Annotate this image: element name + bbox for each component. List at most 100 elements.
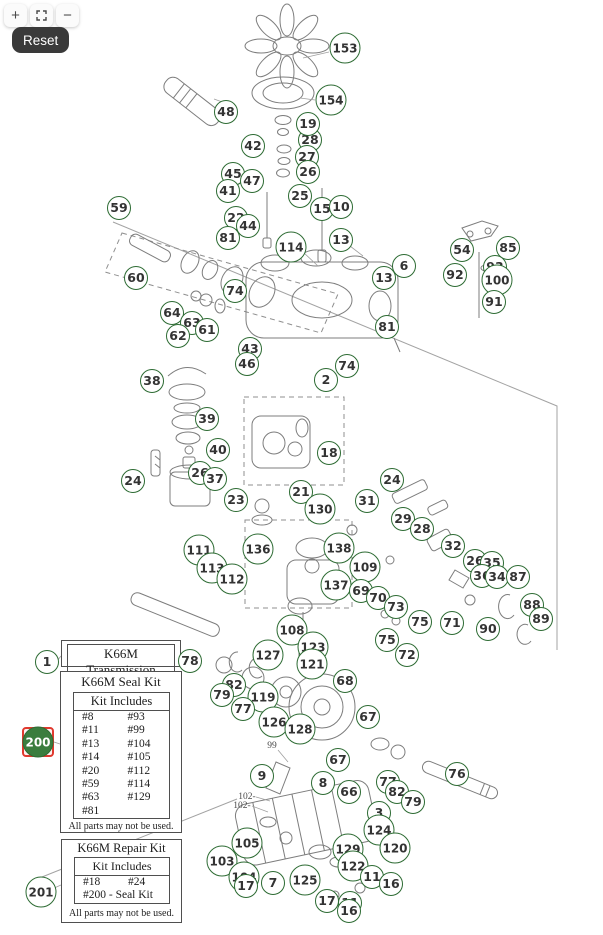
callout-79[interactable]: 79 xyxy=(210,683,234,707)
part-number-label: 102- xyxy=(238,792,256,802)
callout-111[interactable]: 111 xyxy=(183,534,215,566)
callout-59[interactable]: 59 xyxy=(107,196,131,220)
callout-72[interactable]: 72 xyxy=(395,643,419,667)
callout-6[interactable]: 6 xyxy=(392,254,416,278)
callout-75[interactable]: 75 xyxy=(375,628,399,652)
callout-81[interactable]: 81 xyxy=(375,315,399,339)
callout-87[interactable]: 87 xyxy=(506,565,530,589)
callout-38[interactable]: 38 xyxy=(140,369,164,393)
callout-42[interactable]: 42 xyxy=(241,134,265,158)
callout-130[interactable]: 130 xyxy=(304,493,336,525)
callout-73[interactable]: 73 xyxy=(384,595,408,619)
callout-138[interactable]: 138 xyxy=(323,532,355,564)
callout-109[interactable]: 109 xyxy=(349,551,381,583)
kit-part-number: #99 xyxy=(127,724,145,737)
callout-2[interactable]: 2 xyxy=(314,368,338,392)
callout-154[interactable]: 154 xyxy=(315,84,347,116)
callout-48[interactable]: 48 xyxy=(214,100,238,124)
callout-137[interactable]: 137 xyxy=(320,569,352,601)
callout-70[interactable]: 70 xyxy=(366,586,390,610)
callout-17[interactable]: 17 xyxy=(234,874,258,898)
callout-128[interactable]: 128 xyxy=(284,713,316,745)
callout-81[interactable]: 81 xyxy=(216,226,240,250)
callout-8[interactable]: 8 xyxy=(311,771,335,795)
zoom-out-button[interactable]: − xyxy=(56,4,79,27)
callout-25[interactable]: 25 xyxy=(288,184,312,208)
fan-part xyxy=(244,3,330,89)
callout-100[interactable]: 100 xyxy=(481,264,513,296)
callout-24[interactable]: 24 xyxy=(380,468,404,492)
callout-68[interactable]: 68 xyxy=(333,669,357,693)
kit-row: #200 - Seal Kit xyxy=(75,889,169,902)
callout-76[interactable]: 76 xyxy=(445,762,469,786)
callout-44[interactable]: 44 xyxy=(236,214,260,238)
callout-26[interactable]: 26 xyxy=(296,160,320,184)
callout-28[interactable]: 28 xyxy=(410,517,434,541)
callout-15[interactable]: 15 xyxy=(310,197,334,221)
callout-121[interactable]: 121 xyxy=(296,648,328,680)
callout-40[interactable]: 40 xyxy=(206,438,230,462)
callout-74[interactable]: 74 xyxy=(223,279,247,303)
part-number-label: 99 xyxy=(267,741,277,751)
fullscreen-button[interactable] xyxy=(30,4,53,27)
callout-78[interactable]: 78 xyxy=(178,649,202,673)
callout-85[interactable]: 85 xyxy=(496,236,520,260)
kit-part-number: #63 xyxy=(82,791,100,804)
callout-126[interactable]: 126 xyxy=(258,706,290,738)
callout-13[interactable]: 13 xyxy=(372,266,396,290)
callout-54[interactable]: 54 xyxy=(450,238,474,262)
reset-button[interactable]: Reset xyxy=(12,27,70,53)
callout-105[interactable]: 105 xyxy=(231,827,263,859)
callout-13[interactable]: 13 xyxy=(329,228,353,252)
callout-66[interactable]: 66 xyxy=(337,780,361,804)
kit-part-number: #114 xyxy=(127,778,151,791)
callout-16[interactable]: 16 xyxy=(379,872,403,896)
callout-1[interactable]: 1 xyxy=(35,650,59,674)
callout-67[interactable]: 67 xyxy=(326,748,350,772)
callout-90[interactable]: 90 xyxy=(476,617,500,641)
callout-24[interactable]: 24 xyxy=(121,469,145,493)
callout-32[interactable]: 32 xyxy=(441,534,465,558)
callout-77[interactable]: 77 xyxy=(231,697,255,721)
callout-60[interactable]: 60 xyxy=(124,266,148,290)
callout-200[interactable]: 200 xyxy=(22,726,54,758)
callout-18[interactable]: 18 xyxy=(317,441,341,465)
callout-9[interactable]: 9 xyxy=(250,764,274,788)
kit-part-number: #13 xyxy=(82,737,100,750)
callout-153[interactable]: 153 xyxy=(329,32,361,64)
callout-7[interactable]: 7 xyxy=(261,871,285,895)
callout-67[interactable]: 67 xyxy=(356,705,380,729)
callout-16[interactable]: 16 xyxy=(337,899,361,923)
callout-74[interactable]: 74 xyxy=(335,354,359,378)
callout-114[interactable]: 114 xyxy=(275,231,307,263)
kit-part-number: #18 xyxy=(83,876,101,888)
repair-kit-title: K66M Repair Kit xyxy=(77,841,166,855)
callout-46[interactable]: 46 xyxy=(235,352,259,376)
callout-79[interactable]: 79 xyxy=(401,790,425,814)
callout-136[interactable]: 136 xyxy=(242,533,274,565)
callout-89[interactable]: 89 xyxy=(529,607,553,631)
callout-17[interactable]: 17 xyxy=(315,889,339,913)
callout-37[interactable]: 37 xyxy=(203,467,227,491)
callout-201[interactable]: 201 xyxy=(25,876,57,908)
callout-127[interactable]: 127 xyxy=(252,639,284,671)
callout-47[interactable]: 47 xyxy=(240,169,264,193)
callout-19[interactable]: 19 xyxy=(296,112,320,136)
callout-91[interactable]: 91 xyxy=(482,290,506,314)
zoom-in-button[interactable]: + xyxy=(4,4,27,27)
callout-120[interactable]: 120 xyxy=(379,832,411,864)
callout-23[interactable]: 23 xyxy=(224,488,248,512)
kit-row: #13#104 xyxy=(74,738,169,751)
callout-125[interactable]: 125 xyxy=(289,864,321,896)
callout-62[interactable]: 62 xyxy=(166,324,190,348)
callout-112[interactable]: 112 xyxy=(216,563,248,595)
callout-61[interactable]: 61 xyxy=(195,318,219,342)
callout-71[interactable]: 71 xyxy=(440,611,464,635)
callout-31[interactable]: 31 xyxy=(355,489,379,513)
kit-part-number: #93 xyxy=(127,711,145,723)
callout-92[interactable]: 92 xyxy=(443,263,467,287)
callout-10[interactable]: 10 xyxy=(329,195,353,219)
callout-39[interactable]: 39 xyxy=(195,407,219,431)
callout-41[interactable]: 41 xyxy=(216,179,240,203)
callout-75[interactable]: 75 xyxy=(408,610,432,634)
